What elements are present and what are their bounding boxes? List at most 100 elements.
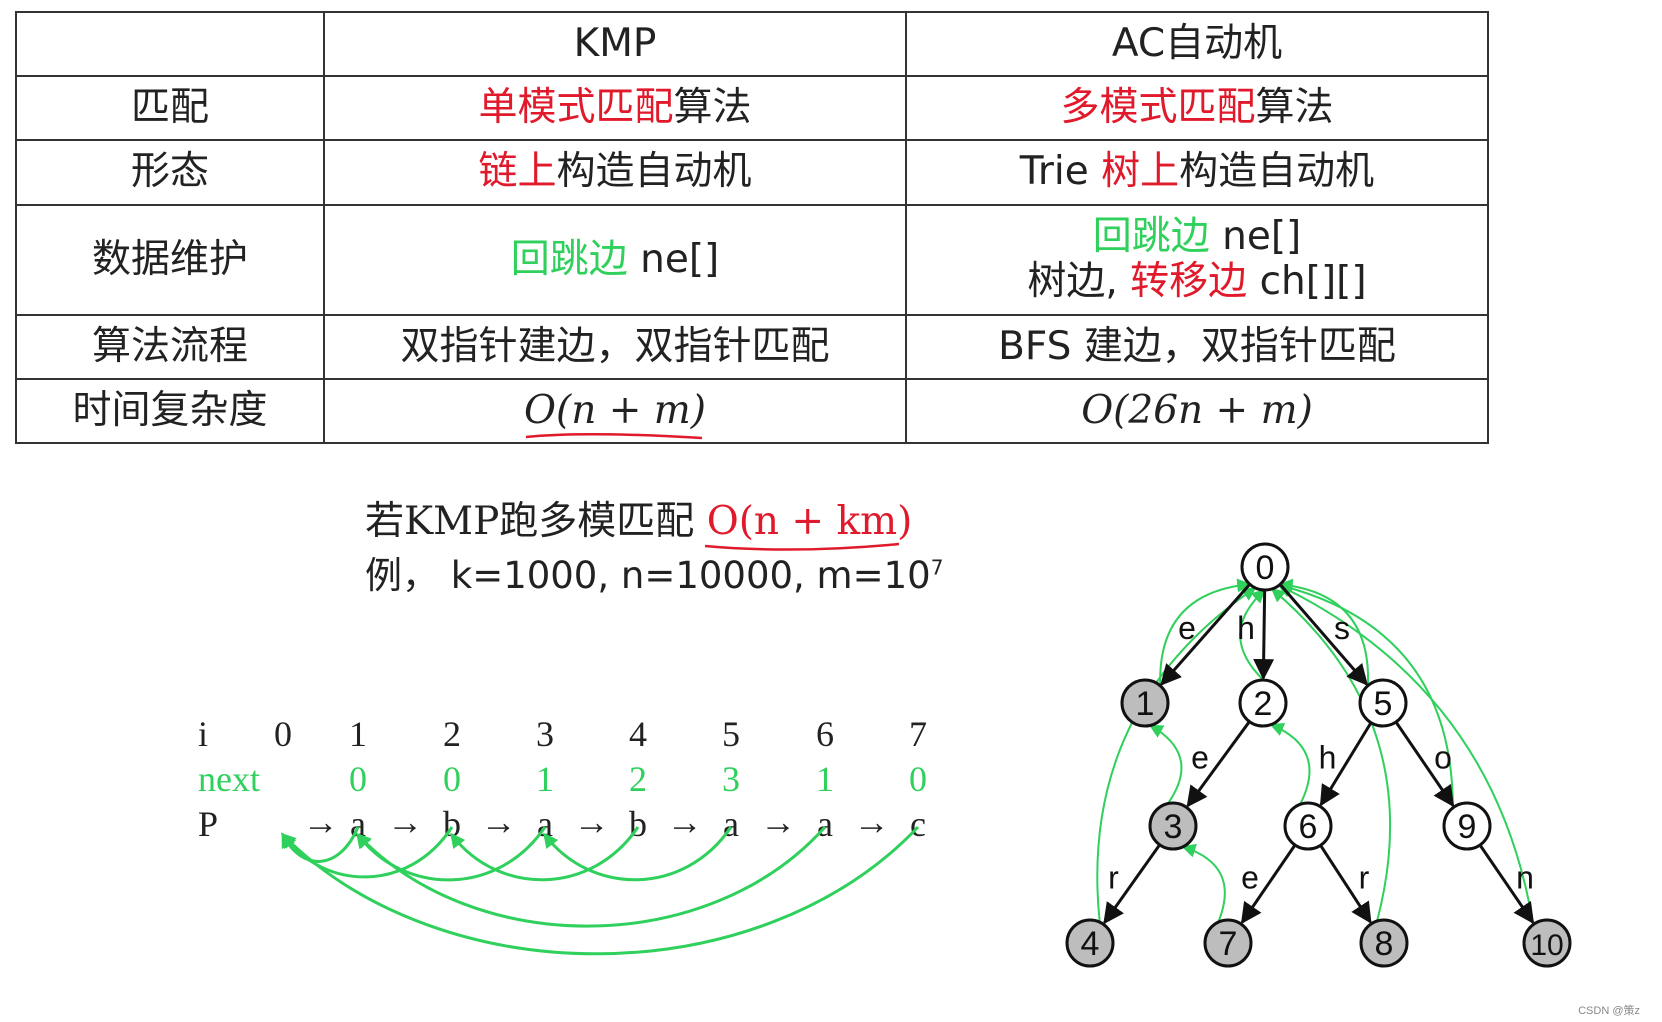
index-5: 5	[722, 714, 740, 754]
kmp-data-cell: 回跳边 ne[]	[323, 204, 907, 316]
trie-node-label-2: 2	[1254, 685, 1273, 723]
row-label-match: 匹配	[15, 75, 325, 141]
ac-data-cell: 回跳边 ne[]树边, 转移边 ch[][]	[905, 204, 1489, 316]
fail-edge-8-0	[1270, 588, 1392, 922]
trie-edge-0-1	[1160, 583, 1251, 686]
trie-node-6	[1283, 801, 1333, 851]
index-0: 0	[274, 714, 292, 754]
trie-node-7	[1203, 918, 1253, 968]
table-row-data: 数据维护 回跳边 ne[] 回跳边 ne[]树边, 转移边 ch[][]	[15, 204, 1575, 316]
row-label-time: 时间复杂度	[15, 378, 325, 444]
table-row-time: 时间复杂度 O(n + m) O(26n + m)	[15, 378, 1575, 444]
trie-edge-label-0-2: h	[1237, 610, 1255, 646]
trie-node-label-3: 3	[1164, 808, 1183, 846]
fail-edge-10-0	[1277, 584, 1535, 925]
trie-node-label-1: 1	[1136, 685, 1155, 723]
note-formula: O(n + km)	[704, 499, 912, 551]
index-3: 3	[536, 714, 554, 754]
fail-edge-9-0	[1277, 581, 1454, 808]
i-label: i	[198, 714, 209, 754]
trie-edge-label-6-8: r	[1359, 860, 1370, 896]
comparison-table: KMP AC自动机 匹配 单模式匹配算法 多模式匹配算法 形态 链上构造自动机 …	[15, 11, 1575, 444]
header-empty	[15, 11, 325, 77]
fail-edge-7-3	[1181, 843, 1226, 923]
trie-node-0	[1240, 542, 1290, 592]
trie-node-label-10: 10	[1530, 929, 1563, 962]
fail-edge-6-2	[1269, 723, 1311, 805]
ac-form-pre: Trie	[1019, 149, 1102, 195]
trie-node-8	[1359, 918, 1409, 968]
header-ac: AC自动机	[905, 11, 1489, 77]
next-value-7: 0	[909, 759, 927, 799]
trie-edge-label-3-4: r	[1108, 860, 1119, 896]
ac-data-green: 回跳边	[1092, 214, 1210, 260]
kmp-flow-cell: 双指针建边，双指针匹配	[323, 314, 907, 380]
ac-match-rest: 算法	[1255, 84, 1334, 130]
trie-node-4	[1065, 918, 1115, 968]
kmp-time-formula: O(n + m)	[524, 388, 706, 440]
red-underline-mark	[525, 433, 703, 440]
p-label: P	[198, 804, 219, 844]
trie-node-9	[1442, 801, 1492, 851]
trie-node-5	[1358, 678, 1408, 728]
trie-edge-label-9-10: n	[1516, 860, 1534, 896]
ac-time-formula: O(26n + m)	[1081, 387, 1313, 433]
trie-node-label-8: 8	[1375, 925, 1394, 963]
kmp-time-cell: O(n + m)	[323, 378, 907, 444]
trie-node-1	[1120, 678, 1170, 728]
next-value-3: 1	[536, 759, 554, 799]
trie-edge-label-5-6: h	[1319, 740, 1337, 776]
kmp-data-green: 回跳边	[510, 236, 628, 282]
table-row-header: KMP AC自动机	[15, 11, 1575, 77]
row-label-data: 数据维护	[15, 204, 325, 316]
trie-node-10	[1522, 918, 1572, 968]
trie-node-label-4: 4	[1081, 925, 1100, 963]
trie-node-3	[1148, 801, 1198, 851]
kmp-form-red: 链上	[478, 149, 557, 195]
header-kmp: KMP	[323, 11, 907, 77]
trie-edge-0-2	[1253, 589, 1275, 681]
kmp-match-red: 单模式匹配	[478, 84, 674, 130]
kmp-match-cell: 单模式匹配算法	[323, 75, 907, 141]
index-4: 4	[629, 714, 647, 754]
trie-edge-0-5	[1278, 583, 1368, 686]
ac-match-red: 多模式匹配	[1060, 84, 1256, 130]
row-label-flow: 算法流程	[15, 314, 325, 380]
red-underline-mark	[704, 542, 899, 551]
next-value-5: 3	[722, 759, 740, 799]
trie-edge-label-2-3: e	[1191, 740, 1209, 776]
trie-node-2	[1238, 678, 1288, 728]
row-label-form: 形态	[15, 139, 325, 206]
next-value-6: 1	[816, 759, 834, 799]
trie-edge-6-7	[1240, 844, 1297, 925]
trie-edge-label-0-1: e	[1178, 610, 1196, 646]
ac-time-cell: O(26n + m)	[905, 378, 1489, 444]
index-1: 1	[349, 714, 367, 754]
next-value-4: 2	[629, 759, 647, 799]
ac-data-line2-pre: 树边,	[1027, 259, 1131, 304]
trie-edge-9-10	[1478, 844, 1535, 925]
ac-form-rest: 构造自动机	[1179, 149, 1375, 195]
trie-edge-3-4	[1103, 843, 1161, 925]
note-line-1-prefix: 若KMP跑多模匹配	[365, 499, 707, 544]
footer-watermark: CSDN @策z	[1578, 1005, 1640, 1017]
ac-data-line2-rest: ch[][]	[1247, 259, 1367, 304]
ac-match-cell: 多模式匹配算法	[905, 75, 1489, 141]
trie-edge-label-6-7: e	[1241, 860, 1259, 896]
index-2: 2	[443, 714, 461, 754]
kmp-data-rest: ne[]	[627, 236, 720, 282]
table-row-form: 形态 链上构造自动机 Trie 树上构造自动机	[15, 139, 1575, 206]
next-value-1: 0	[349, 759, 367, 799]
trie-node-label-9: 9	[1458, 808, 1477, 846]
trie-node-label-6: 6	[1299, 808, 1318, 846]
index-6: 6	[816, 714, 834, 754]
index-7: 7	[909, 714, 927, 754]
ac-flow-cell: BFS 建边，双指针匹配	[905, 314, 1489, 380]
trie-edge-6-8	[1319, 844, 1372, 924]
fail-edge-4-0	[1096, 587, 1257, 923]
fail-edge-3-1	[1148, 724, 1183, 805]
ac-form-red: 树上	[1101, 149, 1180, 195]
note-line-2-sup: 7	[930, 555, 944, 580]
note-line-2-text: 例， k=1000, n=10000, m=10	[365, 554, 931, 597]
